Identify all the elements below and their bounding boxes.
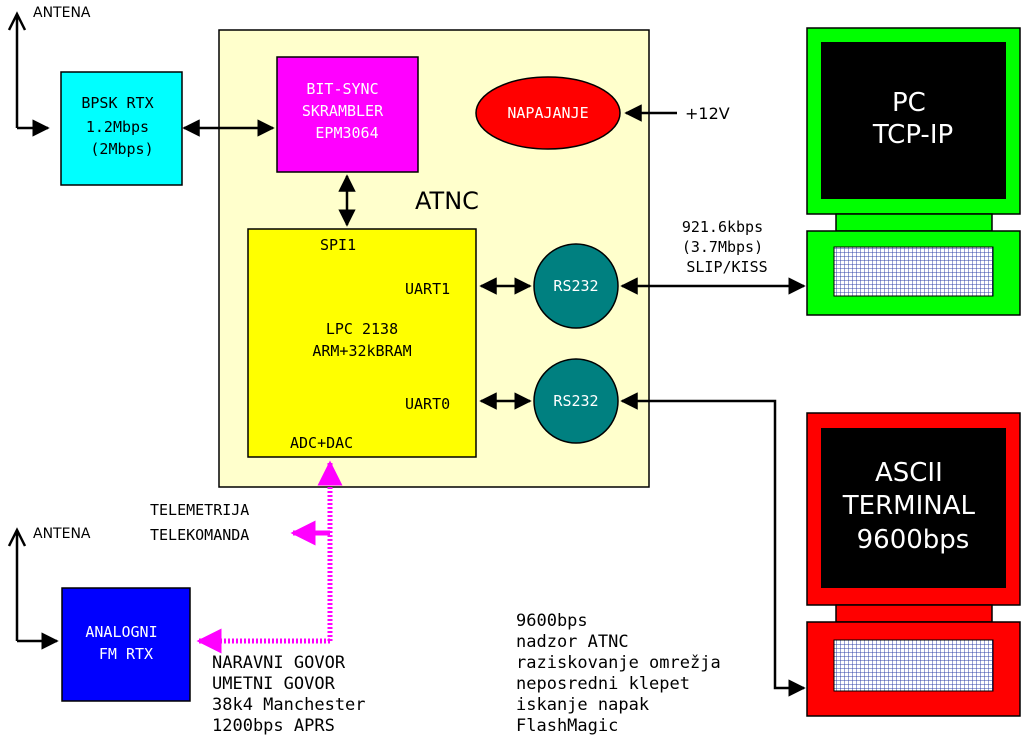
- antenna-top-icon: [7, 11, 50, 137]
- svg-text:ASCII TERMINAL 9600bps: ASCII TERMINAL 9600bps: [842, 458, 983, 555]
- terminal-use-2: raziskovanje omrežja: [516, 653, 721, 673]
- fm-mode-3: 1200bps APRS: [212, 716, 335, 736]
- terminal-line1: ASCII: [875, 458, 943, 488]
- bpsk-line1: BPSK RTX: [81, 94, 153, 112]
- terminal-use-5: FlashMagic: [516, 716, 618, 736]
- bitsync-box: [276, 56, 419, 173]
- mcu-line2: ARM+32kBRAM: [312, 342, 411, 360]
- rs232-top-label: RS232: [553, 277, 598, 295]
- svg-text:BIT-SYNC SKRAMBLER EPM: BIT-SYNC SKRAMBLER EPM3064: [302, 80, 392, 142]
- bitsync-line2: SKRAMBLER: [302, 102, 384, 120]
- power-input-label: +12V: [685, 104, 730, 123]
- fm-line1: ANALOGNI: [85, 623, 157, 641]
- link-pc-line3: SLIP/KISS: [686, 258, 767, 276]
- mcu-box: [247, 228, 477, 458]
- terminal-computer-icon: [806, 412, 1021, 717]
- fm-rtx-box: [61, 587, 191, 702]
- terminal-use-3: neposredni klepet: [516, 674, 690, 694]
- mcu-uart1: UART1: [405, 280, 450, 298]
- link-pc-line1: 921.6kbps: [682, 218, 763, 236]
- mcu-uart0: UART0: [405, 395, 450, 413]
- bpsk-line3: (2Mbps): [90, 140, 153, 158]
- pc-line2: TCP-IP: [872, 120, 953, 150]
- pc-line1: PC: [892, 88, 926, 118]
- antenna-bottom-icon: [7, 527, 59, 650]
- antenna-top-label: ANTENA: [33, 5, 91, 21]
- link-pc-line2: (3.7Mbps): [682, 238, 763, 256]
- svg-text:PC TCP-IP: PC TCP-IP: [872, 88, 953, 150]
- fm-mode-0: NARAVNI GOVOR: [212, 653, 346, 673]
- svg-text:9600bps nadzor ATNC ra: 9600bps nadzor ATNC raziskovanje omrežja…: [516, 611, 731, 736]
- atnc-label: ATNC: [415, 187, 479, 215]
- mcu-spi: SPI1: [320, 236, 356, 254]
- pc-computer-icon: [806, 27, 1021, 316]
- antenna-bottom-label: ANTENA: [33, 526, 91, 542]
- terminal-line3: 9600bps: [857, 525, 970, 555]
- rs232-bottom-label: RS232: [553, 392, 598, 410]
- terminal-use-4: iskanje napak: [516, 695, 649, 715]
- telemetry-line2: TELEKOMANDA: [150, 526, 249, 544]
- analog-bus: [196, 460, 343, 654]
- power-label: NAPAJANJE: [507, 104, 588, 122]
- svg-text:BPSK RTX 1.2Mbps (2Mbp: BPSK RTX 1.2Mbps (2Mbps): [81, 94, 162, 158]
- power-ellipse: [475, 76, 621, 150]
- terminal-line2: TERMINAL: [842, 491, 976, 521]
- telemetry-line1: TELEMETRIJA: [150, 501, 249, 519]
- rs232-terminal-link: [620, 392, 806, 697]
- svg-text:TELEMETRIJA TELEKOMANDA: TELEMETRIJA TELEKOMANDA: [150, 501, 258, 544]
- mcu-line1: LPC 2138: [326, 320, 398, 338]
- svg-text:NARAVNI GOVOR UMETNI GOVOR: NARAVNI GOVOR UMETNI GOVOR 38k4 Manchest…: [212, 653, 376, 736]
- svg-text:921.6kbps (3.7Mbps) SL: 921.6kbps (3.7Mbps) SLIP/KISS: [682, 218, 772, 276]
- bpsk-line2: 1.2Mbps: [86, 118, 149, 136]
- rs232-bottom-circle: [533, 358, 619, 444]
- terminal-use-0: 9600bps: [516, 611, 588, 631]
- rs232-top-circle: [533, 243, 619, 329]
- bitsync-line3: EPM3064: [315, 124, 378, 142]
- bpsk-rtx-box: [60, 71, 183, 186]
- svg-text:ANALOGNI FM RTX: ANALOGNI FM RTX: [85, 623, 166, 663]
- mcu-adc: ADC+DAC: [290, 434, 353, 452]
- fm-mode-1: UMETNI GOVOR: [212, 674, 336, 694]
- terminal-use-1: nadzor ATNC: [516, 632, 629, 652]
- fm-line2: FM RTX: [99, 645, 153, 663]
- fm-mode-2: 38k4 Manchester: [212, 695, 366, 715]
- bitsync-line1: BIT-SYNC: [306, 80, 378, 98]
